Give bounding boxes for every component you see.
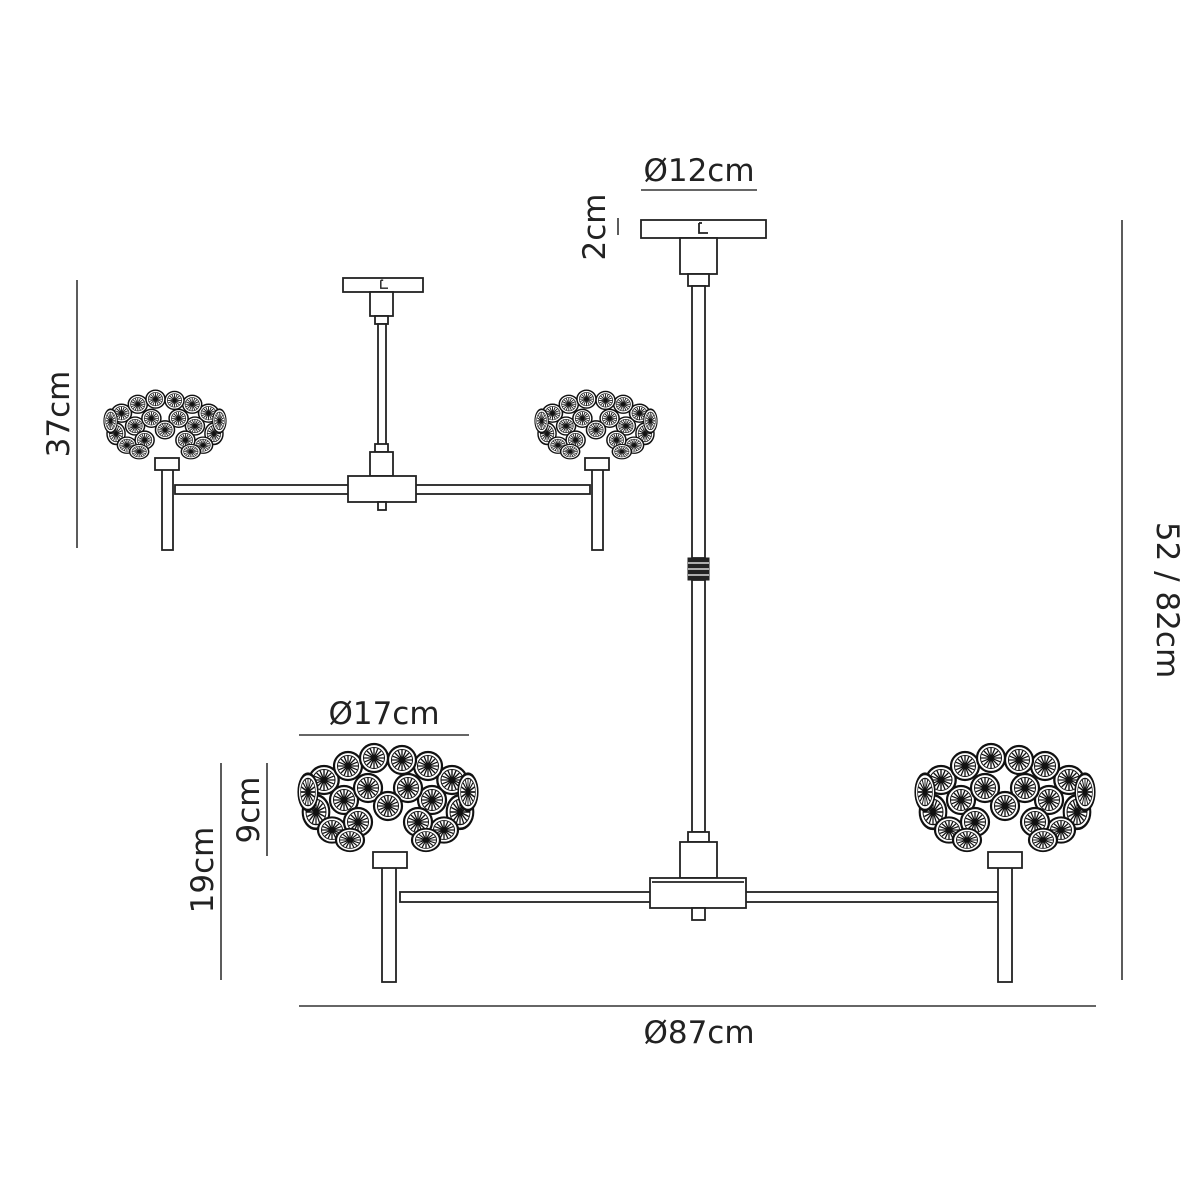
retracted-view (104, 277, 657, 551)
shade-right (915, 744, 1095, 851)
drop-rod-right (997, 865, 1013, 983)
arm-right (744, 891, 999, 903)
lampholder-left (372, 851, 408, 869)
canopy-diameter-label: Ø12cm (643, 153, 754, 189)
shade-left (298, 744, 478, 851)
small-shade-right (535, 390, 657, 459)
ceiling-canopy (640, 219, 767, 239)
extended-view (298, 219, 1095, 983)
body-collar (679, 841, 718, 879)
small-hub (347, 475, 417, 503)
lampholder-right (987, 851, 1023, 869)
min-height-label: 37cm (41, 371, 77, 458)
arm-height-label: 19cm (185, 827, 221, 914)
shade-diameter-label: Ø17cm (328, 696, 439, 732)
suspension-rod-lower (691, 579, 706, 833)
small-shade-left (104, 390, 226, 459)
canopy-collar (679, 237, 718, 275)
shade-height-label: 9cm (231, 777, 267, 844)
canopy-height-label: 2cm (577, 194, 613, 261)
small-rod (377, 323, 387, 455)
arm-left (399, 891, 653, 903)
drop-rod-left (381, 865, 397, 983)
suspension-rod-upper (691, 285, 706, 559)
overall-width-label: Ø87cm (643, 1015, 754, 1051)
total-height-label: 52 / 82cm (1149, 522, 1185, 678)
